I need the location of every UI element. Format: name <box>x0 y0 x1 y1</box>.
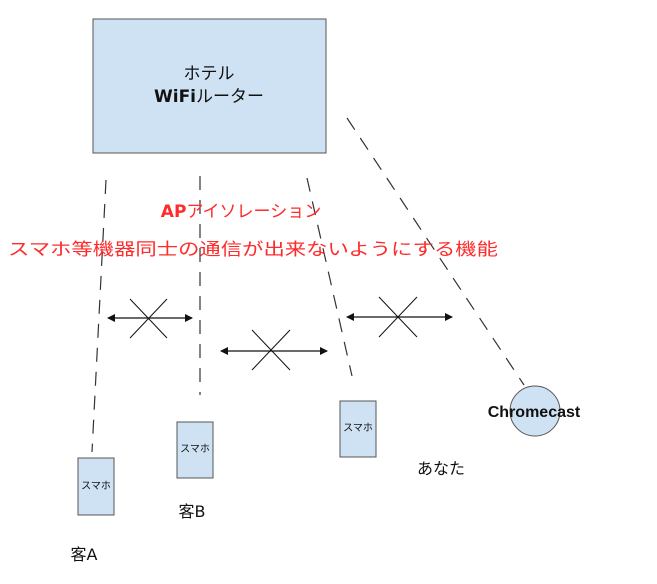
blocked-links <box>107 296 453 371</box>
phone-b-caption: 客B <box>179 502 206 521</box>
router-label-line2: WiFiルーター <box>154 87 264 107</box>
phone-a: スマホ 客A <box>71 457 115 564</box>
blocked-link-b-you <box>220 329 328 371</box>
ap-isolation-description: スマホ等機器同士の通信が出来ないようにする機能 <box>8 240 498 260</box>
ap-isolation-title-ap: AP <box>161 202 187 222</box>
link-router-chromecast <box>346 117 525 386</box>
router: ホテル WiFiルーター <box>92 18 327 154</box>
cross-icon <box>129 298 168 339</box>
chromecast: Chromecast <box>488 385 581 437</box>
connection-lines <box>91 117 525 453</box>
phone-you-body <box>339 400 377 458</box>
phone-a-caption: 客A <box>71 545 98 564</box>
blocked-link-you-chromecast <box>346 296 453 338</box>
phone-b-body <box>176 421 214 479</box>
router-box <box>92 18 327 154</box>
phone-a-screen-label: スマホ <box>81 480 111 492</box>
cross-icon <box>251 329 291 371</box>
cross-icon <box>378 296 418 338</box>
ap-isolation-title: APアイソレーション <box>161 202 321 222</box>
ap-isolation-note: APアイソレーション スマホ等機器同士の通信が出来ないようにする機能 <box>8 202 498 260</box>
phone-b: スマホ 客B <box>176 421 214 521</box>
phone-you-caption: あなた <box>417 459 465 478</box>
phone-a-body <box>77 457 115 516</box>
phone-you: スマホ あなた <box>339 400 465 478</box>
link-router-phone-you <box>306 177 353 377</box>
router-label-line1: ホテル <box>184 64 235 84</box>
phone-b-screen-label: スマホ <box>180 443 210 455</box>
ap-isolation-title-rest: アイソレーション <box>186 202 321 222</box>
chromecast-device <box>509 385 561 437</box>
router-label-wifi: WiFi <box>154 87 196 107</box>
chromecast-label: Chromecast <box>488 404 581 421</box>
link-router-phone-a <box>91 179 107 453</box>
phone-you-screen-label: スマホ <box>343 422 373 434</box>
blocked-link-a-b <box>107 298 193 339</box>
router-label-router: ルーター <box>196 87 264 107</box>
